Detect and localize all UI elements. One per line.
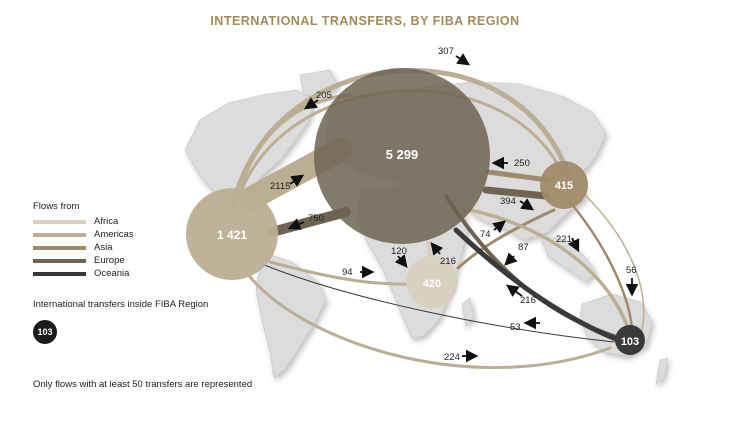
flow-americas-oceania: [240, 264, 612, 369]
greenland-shape: [299, 69, 339, 101]
legend-label-americas: Americas: [94, 229, 134, 240]
arrow-216a: [430, 242, 444, 256]
inside-region-label: International transfers inside FIBA Regi…: [33, 299, 209, 310]
flow-label-74: 74: [480, 229, 491, 240]
arrow-120: [394, 254, 408, 268]
flow-label-87: 87: [518, 242, 529, 253]
legend-swatch-americas: [33, 232, 86, 237]
legend-title: Flows from: [33, 201, 80, 212]
bubble-oceania[interactable]: [615, 325, 645, 355]
flow-label-2115: 2115: [270, 181, 290, 192]
arrow-74: [492, 220, 506, 234]
label-asia: 415: [555, 180, 573, 192]
legend-item-americas: Americas: [33, 228, 134, 241]
legend-label-africa: Africa: [94, 216, 119, 227]
flow-label-216b: 216: [520, 295, 536, 306]
flow-asia-oceania-right: [585, 195, 645, 331]
legend-item-europe: Europe: [33, 254, 134, 267]
arrow-307: [455, 53, 471, 66]
arrow-394: [519, 198, 535, 211]
inside-region-badge: 103: [33, 320, 57, 344]
madagascar-shape: [461, 297, 475, 327]
flow-label-394: 394: [500, 196, 516, 207]
legend: Flows from Africa Americas Asia Europe O…: [33, 201, 134, 280]
legend-label-oceania: Oceania: [94, 268, 130, 279]
bubble-americas[interactable]: [186, 188, 278, 280]
label-africa: 420: [423, 278, 441, 290]
label-europe: 5 299: [386, 147, 419, 162]
legend-swatch-europe: [33, 258, 86, 263]
bubble-europe[interactable]: [314, 68, 490, 244]
flow-label-216a: 216: [440, 256, 456, 267]
legend-item-africa: Africa: [33, 215, 134, 228]
legend-swatch-africa: [33, 219, 86, 224]
new-zealand-shape: [655, 357, 669, 385]
region-bubbles: 5 299 1 421 415 420 103: [186, 68, 645, 355]
label-oceania: 103: [621, 336, 639, 348]
arrow-87: [504, 252, 518, 266]
legend-item-oceania: Oceania: [33, 267, 134, 280]
flow-label-120: 120: [391, 246, 407, 257]
flow-oceania-americas-line: [261, 263, 615, 343]
flow-oceania-europe: [453, 227, 621, 343]
flow-europe-americas: [267, 207, 351, 237]
bubble-africa[interactable]: [406, 256, 458, 308]
flow-europe-asia: [482, 186, 550, 200]
flow-label-56: 56: [626, 265, 637, 276]
arrow-2115: [289, 174, 305, 187]
arrow-205: [303, 97, 319, 110]
flow-americas-africa: [268, 260, 412, 286]
flow-asia-europe: [485, 169, 551, 183]
flow-label-224: 224: [444, 352, 460, 363]
arrow-750: [287, 218, 305, 230]
arrow-221: [567, 237, 580, 253]
footnote: Only flows with at least 50 transfers ar…: [33, 379, 253, 390]
flow-labels: 307 205 2115 750 250 394 94 120 216 74 8…: [270, 46, 637, 363]
south-america-shape: [255, 251, 327, 379]
legend-swatch-asia: [33, 245, 86, 250]
legend-item-asia: Asia: [33, 241, 134, 254]
legend-label-europe: Europe: [94, 255, 125, 266]
flow-asia-africa: [456, 208, 556, 270]
flow-label-53: 53: [510, 322, 521, 333]
flow-label-221: 221: [556, 234, 572, 245]
flow-label-205: 205: [316, 90, 332, 101]
flow-label-750: 750: [308, 213, 324, 224]
arrow-216b: [505, 284, 523, 297]
flow-americas-europe-top: [238, 93, 352, 192]
page-title: INTERNATIONAL TRANSFERS, BY FIBA REGION: [210, 14, 520, 28]
flow-label-307: 307: [438, 46, 454, 57]
flow-label-94: 94: [342, 267, 353, 278]
legend-swatch-oceania: [33, 271, 86, 276]
flow-arrows: [287, 53, 639, 363]
legend-label-asia: Asia: [94, 242, 113, 253]
label-americas: 1 421: [217, 228, 247, 242]
bubble-asia[interactable]: [540, 161, 588, 209]
flow-asia-oceania: [568, 200, 634, 332]
flow-europe-oceania-high: [468, 208, 630, 330]
flow-africa-europe-b: [426, 240, 432, 258]
flow-label-250: 250: [514, 158, 530, 169]
